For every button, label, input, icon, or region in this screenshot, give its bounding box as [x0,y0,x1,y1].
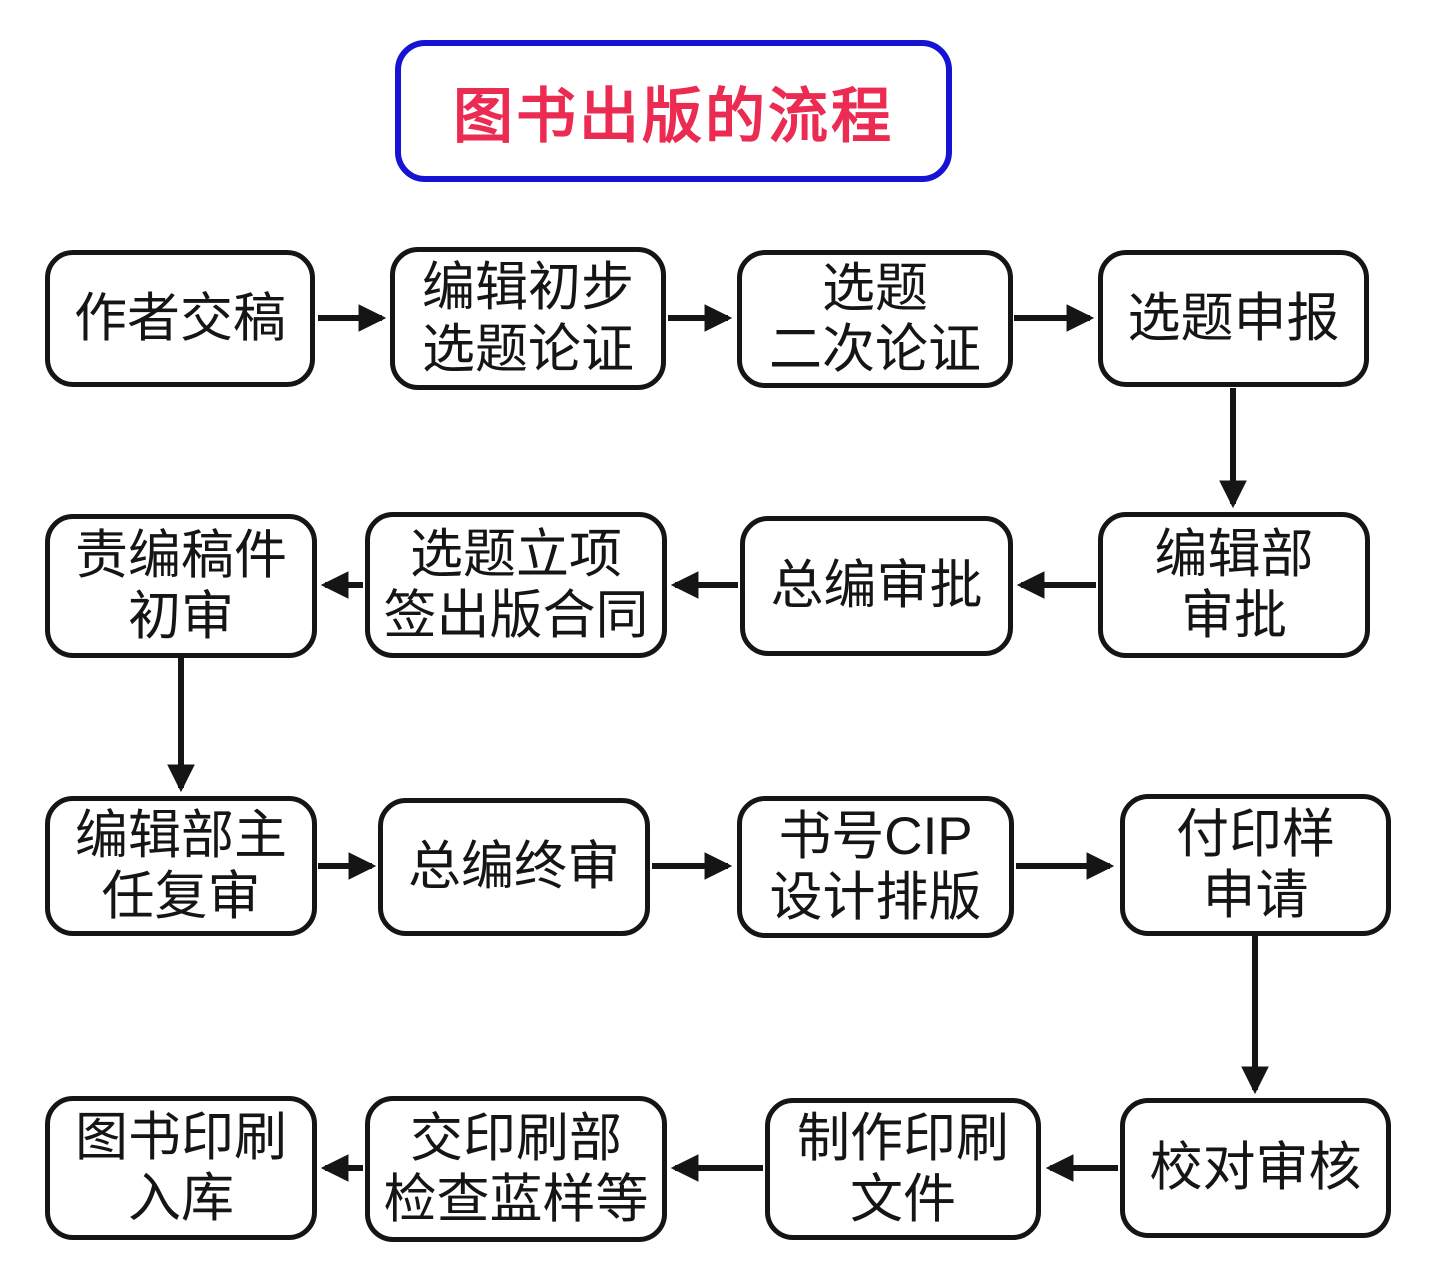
node-topic-second-review: 选题 二次论证 [737,250,1013,388]
node-print-sample-application: 付印样 申请 [1120,794,1391,936]
node-author-submit: 作者交稿 [45,250,315,387]
node-print-dept-blueprint-check: 交印刷部 检查蓝样等 [365,1096,667,1242]
node-isbn-cip-design-layout: 书号CIP 设计排版 [737,796,1014,938]
node-label: 责编稿件 初审 [75,525,287,646]
node-editor-initial-review: 编辑初步 选题论证 [390,247,666,390]
node-label: 作者交稿 [74,288,286,348]
flowchart-title: 图书出版的流程 [453,82,894,150]
node-label: 选题申报 [1127,288,1340,348]
node-label: 总编终审 [408,837,620,897]
node-topic-declaration: 选题申报 [1098,250,1369,387]
node-book-printed-warehoused: 图书印刷 入库 [45,1096,317,1240]
node-label: 书号CIP 设计排版 [769,806,982,927]
flowchart-title-box: 图书出版的流程 [395,40,952,182]
node-label: 总编审批 [770,556,983,616]
node-label: 编辑部主 任复审 [75,805,287,926]
node-label: 选题立项 签出版合同 [383,524,649,645]
node-label: 校对审核 [1149,1138,1362,1198]
node-chief-editor-final-review: 总编终审 [378,798,650,936]
node-editor-first-review: 责编稿件 初审 [45,514,317,658]
node-make-print-files: 制作印刷 文件 [765,1098,1041,1240]
node-label: 付印样 申请 [1176,804,1335,925]
node-dept-director-second-review: 编辑部主 任复审 [45,796,317,936]
node-label: 选题 二次论证 [769,258,981,379]
node-label: 编辑部 审批 [1154,524,1314,645]
node-proofreading-review: 校对审核 [1120,1098,1391,1238]
node-label: 编辑初步 选题论证 [422,258,634,379]
node-label: 制作印刷 文件 [797,1108,1009,1229]
node-label: 图书印刷 入库 [75,1107,287,1228]
node-project-approval-contract: 选题立项 签出版合同 [365,512,667,658]
node-label: 交印刷部 检查蓝样等 [383,1108,649,1229]
node-chief-editor-approval: 总编审批 [740,516,1013,656]
node-editorial-dept-approval: 编辑部 审批 [1098,512,1370,658]
